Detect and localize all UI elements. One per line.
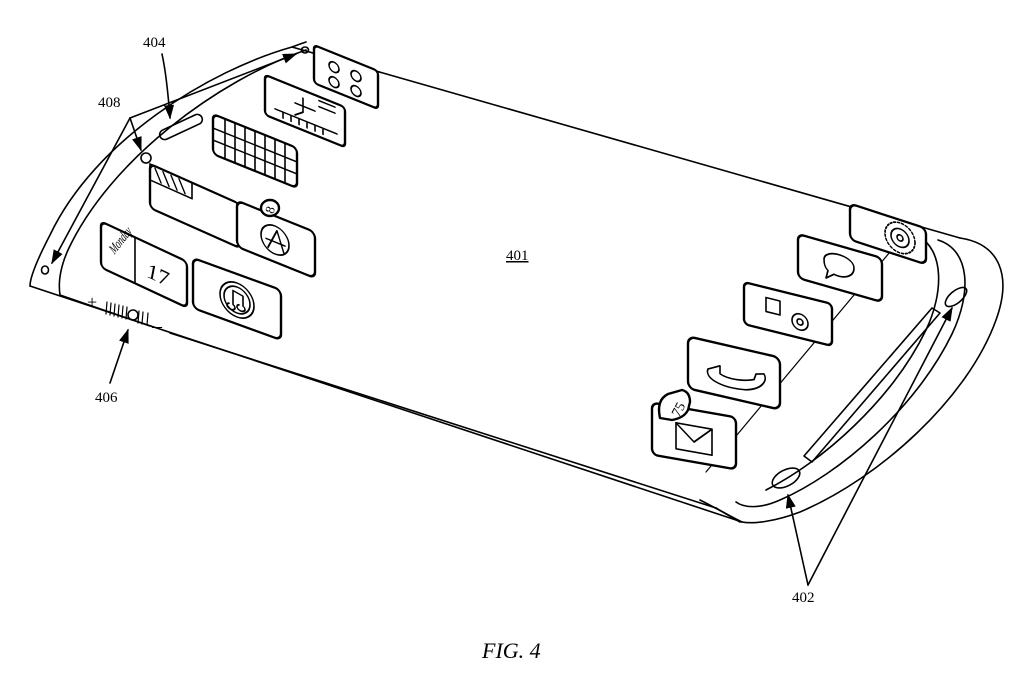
- ref-408-leader-up: [129, 53, 298, 119]
- app-store-icon[interactable]: [235, 201, 317, 279]
- ref-label-408: 408: [98, 95, 121, 111]
- display-bottom-border: [169, 332, 717, 509]
- ref-label-402: 402: [792, 590, 815, 606]
- front-sensor-top: [300, 46, 310, 54]
- device-body: [29, 41, 1004, 524]
- ref-label-406: 406: [95, 390, 118, 406]
- app-store-badge: 8: [259, 198, 281, 218]
- ref-402-leader-top: [807, 306, 953, 586]
- notes-icon[interactable]: [148, 163, 242, 248]
- calculator-icon[interactable]: [312, 45, 380, 109]
- mail-badge: 75: [657, 388, 692, 422]
- music-icon[interactable]: [191, 258, 283, 340]
- videos-icon[interactable]: [211, 114, 299, 188]
- display-left-border: [59, 294, 151, 327]
- volume-slider[interactable]: + –: [87, 292, 163, 337]
- camera-icon[interactable]: [742, 281, 834, 347]
- ref-408-leader-down: [51, 117, 131, 265]
- ref-402-leader-bottom: [785, 493, 809, 586]
- settings-icon[interactable]: [848, 204, 928, 265]
- calendar-date-label: 17: [147, 258, 170, 294]
- device-left-curved-edge: [29, 46, 293, 287]
- end-speaker-slot: [803, 307, 941, 463]
- messages-icon[interactable]: [796, 234, 884, 302]
- end-sensor-top: [944, 286, 968, 308]
- calendar-icon[interactable]: Monday 17: [99, 212, 189, 308]
- ref-label-404: 404: [143, 35, 166, 51]
- ref-404-leader: [161, 53, 175, 120]
- mail-badge-count: 75: [669, 400, 689, 419]
- phone-icon[interactable]: [686, 336, 782, 410]
- device-right-end-outer: [741, 237, 1004, 524]
- volume-slider-knob[interactable]: [127, 309, 139, 321]
- figure-caption: FIG. 4: [481, 638, 541, 663]
- end-sensor-bottom: [771, 467, 801, 489]
- front-sensor-bottom: [40, 265, 50, 275]
- app-store-badge-count: 8: [262, 204, 278, 215]
- volume-plus-label: +: [87, 292, 97, 312]
- maps-icon[interactable]: [263, 74, 347, 148]
- earpiece: [158, 113, 204, 141]
- device-bottom-right-curve: [699, 499, 743, 523]
- ref-406-leader: [109, 328, 129, 384]
- ref-label-401: 401: [506, 248, 529, 264]
- volume-slider-ticks: [105, 301, 149, 326]
- front-sensor-middle: [140, 152, 152, 164]
- volume-minus-label: –: [151, 315, 163, 337]
- ref-408-leader-mid: [129, 117, 142, 152]
- device-left-inner-edge: [58, 49, 307, 296]
